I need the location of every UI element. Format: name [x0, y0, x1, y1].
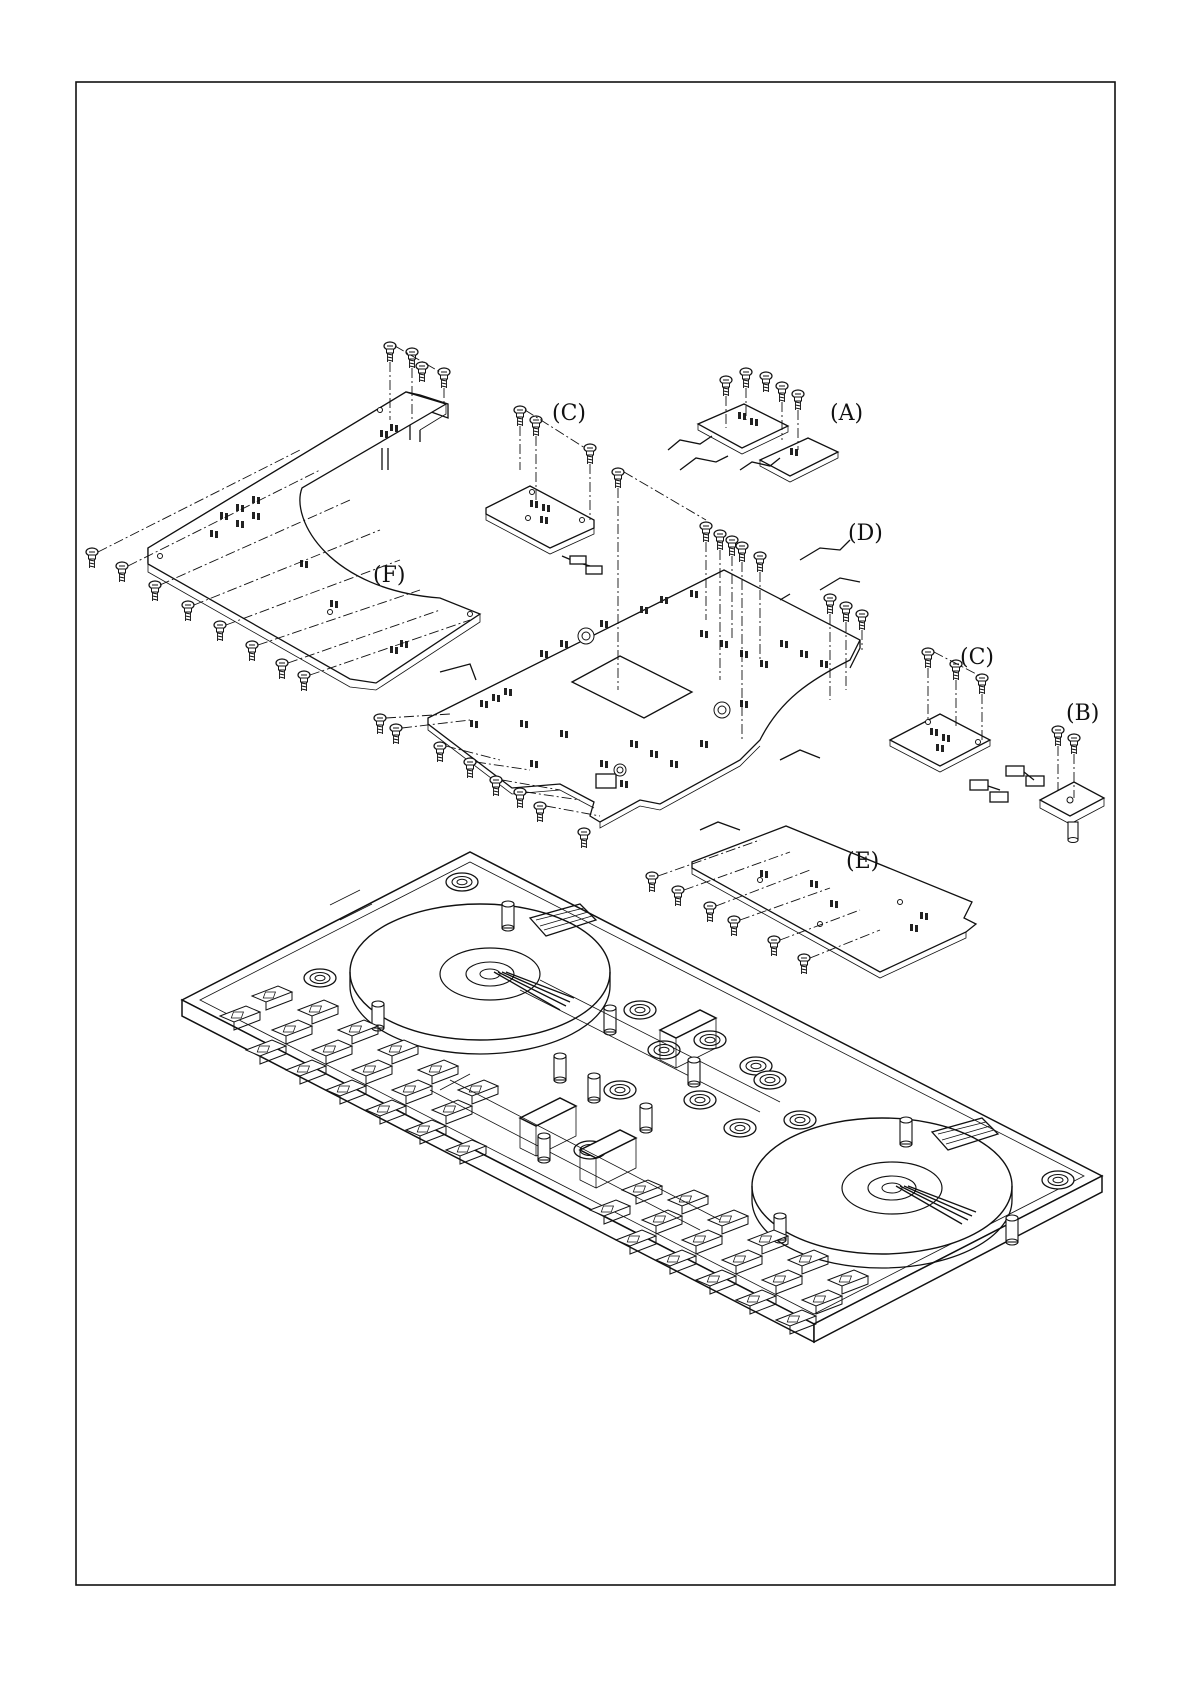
callout-d: (D): [848, 521, 883, 546]
board-e: [646, 826, 976, 978]
callout-f: (F): [373, 563, 405, 588]
board-c-right: [890, 648, 1044, 802]
board-c-top: [486, 406, 602, 574]
board-b: [1040, 726, 1104, 843]
callout-a: (A): [830, 401, 863, 426]
callout-c-right: (C): [960, 645, 994, 670]
callout-b: (B): [1066, 701, 1099, 726]
page-border: [76, 82, 1115, 1585]
callout-e: (E): [846, 849, 879, 874]
callout-c-top: (C): [552, 401, 586, 426]
board-a: [668, 368, 838, 482]
board-f: [148, 392, 480, 690]
